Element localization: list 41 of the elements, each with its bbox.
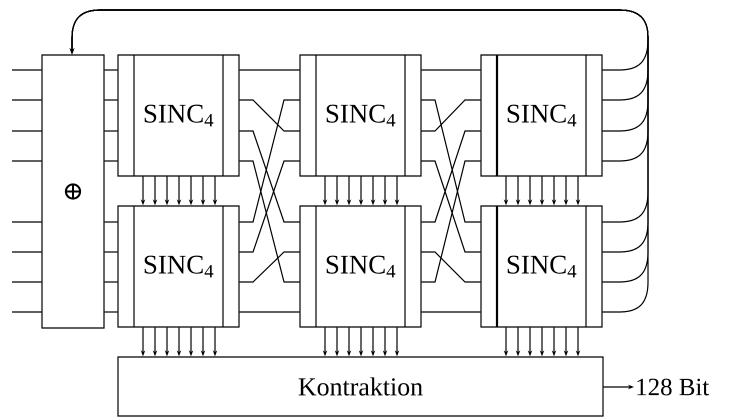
connection-line (104, 130, 118, 132)
input-line (12, 281, 42, 283)
sinc-block: SINC$_{4}$ (299, 205, 422, 328)
connection-line (422, 251, 480, 283)
sinc-block: SINC$_{4}$ (299, 54, 422, 177)
connection-line (422, 311, 480, 313)
connection-line (240, 251, 300, 283)
connection-line (422, 69, 480, 71)
connection-line (422, 130, 480, 223)
input-line (12, 221, 42, 223)
input-line (12, 130, 42, 132)
connection-line (422, 160, 480, 283)
input-line (12, 311, 42, 313)
connection-line (422, 99, 480, 223)
connection-line (240, 99, 300, 223)
connection-line (104, 99, 118, 101)
connection-line (104, 160, 118, 162)
xor-box: ⊕ (41, 54, 105, 329)
connection-line (240, 130, 300, 223)
connection-line (104, 311, 118, 313)
contraction-box: Kontraktion (117, 356, 604, 417)
input-line (12, 251, 42, 253)
input-line (12, 99, 42, 101)
connection-line (104, 251, 118, 253)
input-line (12, 69, 42, 71)
input-line (12, 160, 42, 162)
sinc-block: SINC$_{4}$ (117, 205, 240, 328)
connection-line (422, 99, 480, 132)
connection-line (104, 221, 118, 223)
sinc-block: SINC$_{4}$ (480, 54, 603, 177)
sinc-block: SINC$_{4}$ (480, 205, 603, 328)
connection-line (240, 69, 300, 71)
connection-line (240, 160, 300, 253)
sinc-block: SINC$_{4}$ (117, 54, 240, 177)
connection-line (104, 281, 118, 283)
output-label: 128 Bit (637, 378, 710, 396)
connection-line (422, 160, 480, 253)
connection-line (240, 160, 300, 283)
connection-line (240, 311, 300, 313)
connection-line (240, 99, 300, 132)
connection-line (104, 69, 118, 71)
